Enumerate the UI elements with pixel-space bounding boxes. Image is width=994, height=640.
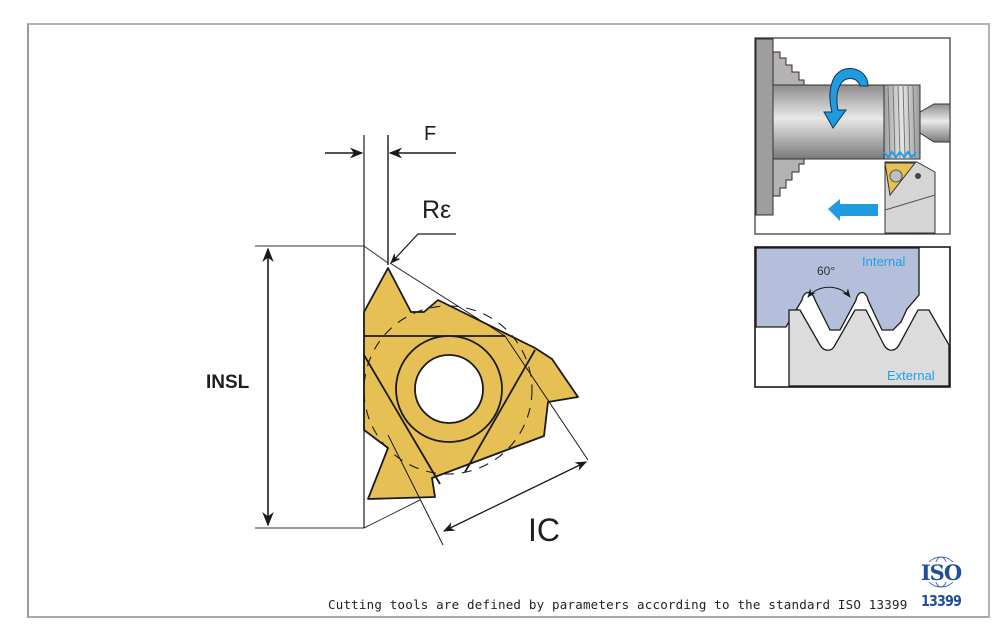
workpiece-shaft: [772, 84, 886, 160]
tool-holder-edge: [884, 194, 936, 211]
insl-label: INSL: [206, 372, 250, 393]
f-label: F: [424, 123, 437, 145]
angle-arc: [807, 286, 851, 298]
re-leader: [390, 233, 456, 264]
ic-label: IC: [528, 512, 560, 548]
triangle-right-edge: [464, 349, 536, 473]
turning-illustration: [754, 37, 951, 235]
ic-ext-line-1: [504, 335, 589, 461]
feed-direction-arrow: [828, 199, 878, 221]
top-chamfer-line: [363, 245, 389, 264]
holder-pin: [915, 173, 921, 179]
insert-screw-icon: [889, 169, 903, 183]
iso-logo-bg: [913, 562, 969, 582]
standard-caption: Cutting tools are defined by parameters …: [328, 597, 908, 612]
corner-radius-label: Rε: [422, 196, 452, 224]
ic-dimension-line: [442, 461, 588, 532]
chuck-jaw-bottom: [772, 157, 805, 197]
thread-profile-illustration: [754, 246, 951, 388]
insert-drawing: [255, 135, 589, 546]
triangle-left-edge: [363, 354, 441, 485]
external-thread-area: [788, 309, 950, 387]
thread-cut-zigzag: [883, 150, 917, 159]
internal-label: Internal: [862, 254, 906, 269]
insert-hole: [414, 354, 484, 424]
chuck-plate: [755, 38, 774, 216]
ic-ext-line-2: [387, 434, 444, 546]
thread-angle-label: 60°: [817, 264, 836, 278]
iso-logo-text: ISO: [920, 560, 962, 585]
tip-chamfer-right: [389, 262, 506, 337]
iso-logo-number: 13399: [920, 592, 962, 610]
thread-lines: [887, 85, 916, 159]
rotation-arrow: [823, 68, 869, 129]
tailstock-center: [919, 103, 951, 143]
external-label: External: [887, 368, 935, 383]
bottom-chamfer-line: [363, 499, 421, 529]
